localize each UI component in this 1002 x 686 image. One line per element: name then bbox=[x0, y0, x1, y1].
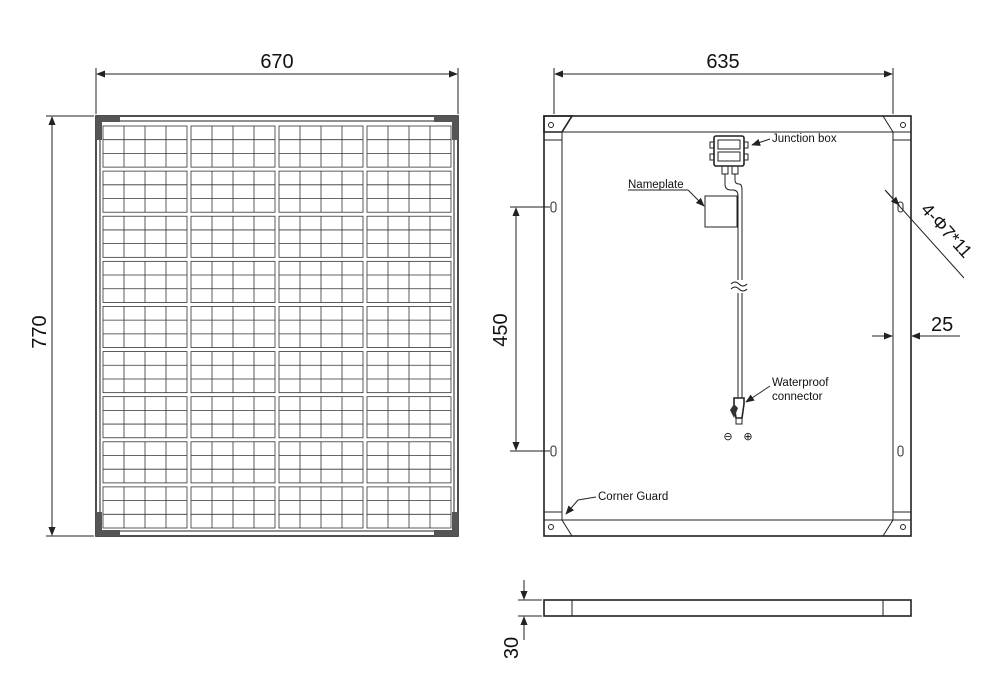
solar-cell bbox=[278, 260, 364, 303]
thickness-label: 30 bbox=[501, 637, 523, 659]
waterproof-connector bbox=[730, 397, 745, 425]
frame-edge-label: 25 bbox=[931, 314, 953, 336]
mounting-hole bbox=[550, 201, 557, 213]
solar-cell bbox=[366, 125, 452, 168]
solar-cell bbox=[366, 486, 452, 529]
solar-cell bbox=[278, 215, 364, 258]
back-width-dimension: 635 bbox=[553, 51, 894, 114]
corner-guard-label: Corner Guard bbox=[598, 491, 668, 503]
solar-cell bbox=[278, 306, 364, 348]
front-width-label: 670 bbox=[260, 51, 293, 73]
front-width-dimension: 670 bbox=[95, 51, 459, 114]
solar-cell bbox=[102, 351, 188, 394]
nameplate bbox=[704, 195, 738, 228]
back-width-label: 635 bbox=[706, 51, 739, 73]
solar-cell bbox=[190, 215, 276, 258]
solar-cell bbox=[102, 125, 188, 168]
side-view bbox=[543, 599, 912, 617]
solar-cell bbox=[366, 441, 452, 484]
cable bbox=[724, 174, 739, 280]
nameplate-label: Nameplate bbox=[628, 179, 684, 191]
mounting-hole bbox=[897, 201, 904, 213]
solar-cell bbox=[366, 260, 452, 303]
solar-cell bbox=[278, 441, 364, 484]
solar-cell bbox=[102, 170, 188, 213]
waterproof-connector-label-line1: Waterproof bbox=[772, 377, 829, 389]
mounting-hole bbox=[897, 445, 904, 457]
solar-cell bbox=[190, 125, 276, 168]
solar-cell bbox=[190, 396, 276, 439]
solar-cell bbox=[190, 441, 276, 484]
cable-break bbox=[730, 281, 748, 287]
solar-cell bbox=[278, 396, 364, 439]
solar-cell bbox=[102, 215, 188, 258]
front-frame-outer bbox=[95, 115, 459, 537]
solar-cell bbox=[278, 125, 364, 168]
solar-cell bbox=[366, 351, 452, 394]
solar-cell bbox=[366, 396, 452, 439]
cell-grid bbox=[102, 125, 452, 529]
solar-cell bbox=[102, 441, 188, 484]
front-view bbox=[95, 115, 459, 537]
front-height-dimension: 770 bbox=[29, 115, 94, 537]
solar-cell bbox=[278, 486, 364, 529]
cable bbox=[734, 174, 743, 280]
solar-cell bbox=[366, 215, 452, 258]
back-corner-guards bbox=[543, 115, 912, 537]
thickness-dimension: 30 bbox=[501, 580, 542, 659]
solar-cell bbox=[190, 306, 276, 348]
waterproof-connector-label-line2: connector bbox=[772, 391, 823, 403]
hole-spacing-label: 450 bbox=[490, 313, 512, 346]
back-frame-outer bbox=[543, 115, 912, 537]
solar-cell bbox=[190, 351, 276, 394]
frame-edge-dimension: 25 bbox=[872, 314, 960, 344]
positive-terminal-icon: ⊕ bbox=[743, 430, 752, 443]
solar-cell bbox=[278, 170, 364, 213]
mounting-hole-size-label: 4-Φ7*11 bbox=[917, 199, 976, 261]
mounting-hole bbox=[550, 445, 557, 457]
hole-spacing-dimension: 450 bbox=[490, 206, 550, 452]
front-corner-guard-tl bbox=[96, 116, 120, 140]
solar-cell bbox=[366, 306, 452, 348]
back-view: ⊖ ⊕ bbox=[543, 115, 912, 537]
junction-box-label: Junction box bbox=[772, 133, 837, 145]
solar-cell bbox=[102, 306, 188, 348]
front-frame-inner bbox=[99, 120, 455, 532]
solar-cell bbox=[190, 486, 276, 529]
solar-cell bbox=[102, 260, 188, 303]
mounting-holes bbox=[550, 201, 904, 457]
solar-cell bbox=[278, 351, 364, 394]
front-corner-guard-tr bbox=[434, 116, 458, 140]
solar-cell bbox=[190, 260, 276, 303]
solar-cell bbox=[366, 170, 452, 213]
callouts: Junction box Nameplate Waterproof connec… bbox=[565, 133, 837, 515]
junction-box bbox=[709, 135, 749, 175]
front-height-label: 770 bbox=[29, 315, 51, 348]
cable-break bbox=[730, 286, 748, 292]
negative-terminal-icon: ⊖ bbox=[723, 430, 732, 443]
front-corner-guard-bl bbox=[96, 512, 120, 536]
solar-cell bbox=[190, 170, 276, 213]
front-corner-guard-br bbox=[434, 512, 458, 536]
solar-cell bbox=[102, 396, 188, 439]
solar-cell bbox=[102, 486, 188, 529]
back-frame-inner bbox=[561, 131, 894, 521]
side-frame bbox=[543, 599, 912, 617]
